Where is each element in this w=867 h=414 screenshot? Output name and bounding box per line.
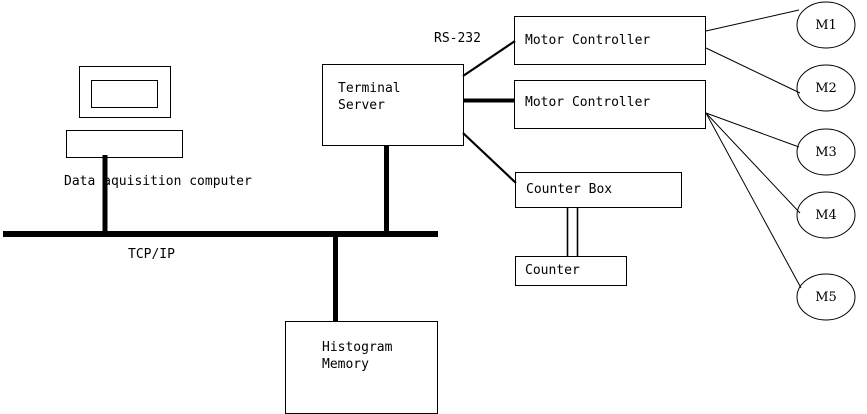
monitor-screen-rect	[91, 80, 158, 108]
motor-m5-ellipse	[796, 273, 856, 321]
computer-base-rect	[66, 130, 183, 158]
motor-controller-2-rect	[514, 80, 706, 129]
histogram-memory-label-line2: Memory	[322, 357, 369, 372]
motor-m4-ellipse	[796, 191, 856, 239]
rs232-link-mc1-line	[462, 40, 516, 77]
terminal-server-label-line1: Terminal	[338, 81, 401, 96]
rs232-link-label: RS-232	[434, 31, 481, 46]
motor-m3-ellipse	[796, 128, 856, 176]
terminal-server-rect	[322, 64, 464, 146]
terminal-server-label-line2: Server	[338, 98, 385, 113]
mc2-to-m3-line	[705, 112, 800, 148]
motor-m2-label: M2	[815, 81, 837, 96]
motor-controller-2-label: Motor Controller	[525, 95, 651, 110]
mc1-to-m1-line	[705, 9, 800, 32]
terminal-server-counter-box-line	[462, 132, 517, 184]
motor-m3-label: M3	[815, 145, 837, 160]
counter-box-label: Counter Box	[526, 182, 613, 197]
histogram-memory-label-line1: Histogram	[322, 340, 393, 355]
mc2-to-m5-line	[705, 112, 802, 289]
motor-m1-label: M1	[815, 18, 837, 33]
motor-m5-label: M5	[815, 290, 837, 305]
monitor-outer-rect	[79, 66, 171, 118]
counter-rect	[515, 256, 627, 286]
motor-m1-ellipse	[796, 1, 856, 49]
motor-m4-label: M4	[815, 208, 837, 223]
mc2-to-m4-line	[705, 112, 801, 214]
counter-label: Counter	[525, 263, 580, 278]
motor-controller-1-label: Motor Controller	[525, 33, 651, 48]
motor-m2-ellipse	[796, 64, 856, 112]
counter-box-rect	[515, 172, 682, 208]
mc1-to-m2-line	[705, 47, 801, 94]
tcpip-bus-label: TCP/IP	[128, 247, 175, 262]
computer-caption-label: Data aquisition computer	[64, 174, 252, 189]
